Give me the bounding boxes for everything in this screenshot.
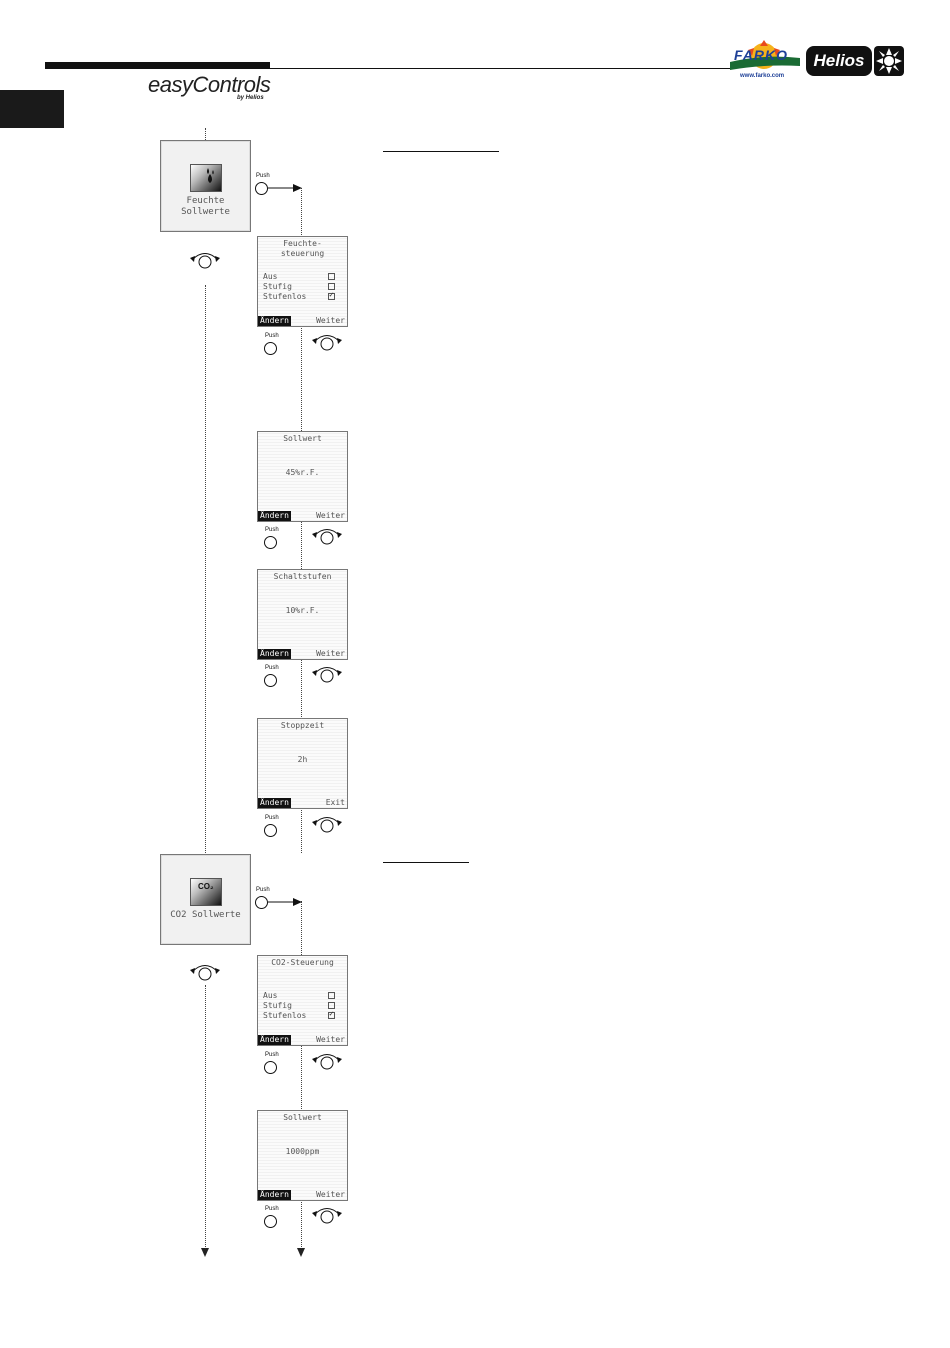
farko-url: www.farko.com [740, 73, 785, 79]
option-aus[interactable]: Aus [263, 272, 278, 281]
push-label: Push [256, 173, 270, 179]
push-arrow-icon [268, 898, 302, 906]
push-label: Push [265, 815, 279, 821]
co2-menu-card[interactable]: CO₂ CO2 Sollwerte [160, 854, 251, 945]
checkbox-aus[interactable] [328, 273, 335, 280]
push-button-icon[interactable] [255, 896, 268, 909]
rotate-knob-icon[interactable] [311, 665, 343, 685]
feuchte-menu-card[interactable]: Feuchte Sollwerte [160, 140, 251, 232]
push-button-icon[interactable] [264, 674, 277, 687]
main-flow-line [205, 285, 206, 853]
brand-logo: easyControls [148, 72, 271, 97]
weiter-softkey[interactable]: Weiter [316, 1035, 345, 1044]
feuchte-steuerung-screen: Feuchte- steuerung Aus Stufig Stufenlos … [257, 236, 348, 327]
co2-steuerung-screen: CO2-Steuerung Aus Stufig Stufenlos Änder… [257, 955, 348, 1046]
co2-sollwert-screen: Sollwert 1000ppm Ändern Weiter [257, 1110, 348, 1201]
rotate-knob-icon[interactable] [311, 815, 343, 835]
sub-flow-line-co2 [301, 901, 302, 1247]
push-arrow-icon [268, 184, 302, 192]
helios-fan-icon [874, 46, 904, 76]
checkbox-stufig[interactable] [328, 1002, 335, 1009]
push-button-icon[interactable] [264, 824, 277, 837]
option-stufig[interactable]: Stufig [263, 1001, 292, 1010]
push-label: Push [265, 1052, 279, 1058]
rotate-knob-icon[interactable] [311, 333, 343, 353]
farko-sun-icon [730, 40, 800, 70]
farko-logo-text: FARKO [734, 47, 788, 63]
header-thick-bar [45, 62, 270, 69]
rotate-knob-icon[interactable] [189, 963, 221, 983]
checkbox-stufenlos[interactable] [328, 1009, 335, 1019]
chapter-tab [0, 90, 64, 128]
aendern-softkey[interactable]: Ändern [258, 1190, 291, 1200]
screen-title: Sollwert [283, 434, 322, 443]
aendern-softkey[interactable]: Ändern [258, 798, 291, 808]
weiter-softkey[interactable]: Weiter [316, 316, 345, 325]
option-aus[interactable]: Aus [263, 991, 278, 1000]
section-rule-feuchte [383, 151, 499, 152]
weiter-softkey[interactable]: Weiter [316, 1190, 345, 1199]
push-button-icon[interactable] [255, 182, 268, 195]
screen-title: Stoppzeit [280, 721, 325, 730]
co2-menu-label: CO2 Sollwerte [170, 910, 241, 920]
humidity-drops-icon [190, 164, 222, 192]
rotate-knob-icon[interactable] [311, 1052, 343, 1072]
schaltstufen-screen: Schaltstufen 10%r.F. Ändern Weiter [257, 569, 348, 660]
co2-icon-label: CO₂ [198, 882, 214, 891]
screen-title: Feuchte- steuerung [280, 239, 325, 258]
push-button-icon[interactable] [264, 536, 277, 549]
screen-value: 45%r.F. [285, 468, 320, 477]
option-stufenlos[interactable]: Stufenlos [263, 1011, 307, 1020]
screen-title: CO2-Steuerung [271, 958, 334, 967]
weiter-softkey[interactable]: Weiter [316, 649, 345, 658]
screen-value: 2h [297, 755, 308, 764]
push-label: Push [265, 527, 279, 533]
screen-title: Schaltstufen [273, 572, 332, 581]
farko-logo: FARKO www.farko.com [728, 40, 802, 84]
aendern-softkey[interactable]: Ändern [258, 316, 291, 326]
rotate-knob-icon[interactable] [311, 1206, 343, 1226]
feuchte-menu-label: Feuchte Sollwerte [181, 196, 230, 217]
push-label: Push [265, 665, 279, 671]
main-flow-line-bottom [205, 985, 206, 1247]
header-rule [270, 68, 732, 69]
checkbox-aus[interactable] [328, 992, 335, 999]
aendern-softkey[interactable]: Ändern [258, 511, 291, 521]
push-button-icon[interactable] [264, 1061, 277, 1074]
section-rule-co2 [383, 862, 469, 863]
helios-logo: Helios [806, 46, 872, 76]
main-flow-line-top [205, 128, 206, 140]
rotate-knob-icon[interactable] [189, 251, 221, 271]
main-flow-arrow-icon [201, 1248, 209, 1257]
aendern-softkey[interactable]: Ändern [258, 1035, 291, 1045]
screen-value: 1000ppm [285, 1147, 320, 1156]
aendern-softkey[interactable]: Ändern [258, 649, 291, 659]
option-stufig[interactable]: Stufig [263, 282, 292, 291]
push-label: Push [256, 887, 270, 893]
exit-softkey[interactable]: Exit [325, 798, 345, 807]
option-stufenlos[interactable]: Stufenlos [263, 292, 307, 301]
weiter-softkey[interactable]: Weiter [316, 511, 345, 520]
rotate-knob-icon[interactable] [311, 527, 343, 547]
screen-value: 10%r.F. [285, 606, 320, 615]
sub-flow-arrow-icon [297, 1248, 305, 1257]
checkbox-stufenlos[interactable] [328, 290, 335, 300]
feuchte-sollwert-screen: Sollwert 45%r.F. Ändern Weiter [257, 431, 348, 522]
screen-title: Sollwert [283, 1113, 322, 1122]
co2-icon: CO₂ [190, 878, 222, 906]
stoppzeit-screen: Stoppzeit 2h Ändern Exit [257, 718, 348, 809]
push-button-icon[interactable] [264, 1215, 277, 1228]
push-label: Push [265, 333, 279, 339]
brand-sub: by Helios [237, 95, 264, 101]
push-button-icon[interactable] [264, 342, 277, 355]
checkbox-stufig[interactable] [328, 283, 335, 290]
push-label: Push [265, 1206, 279, 1212]
